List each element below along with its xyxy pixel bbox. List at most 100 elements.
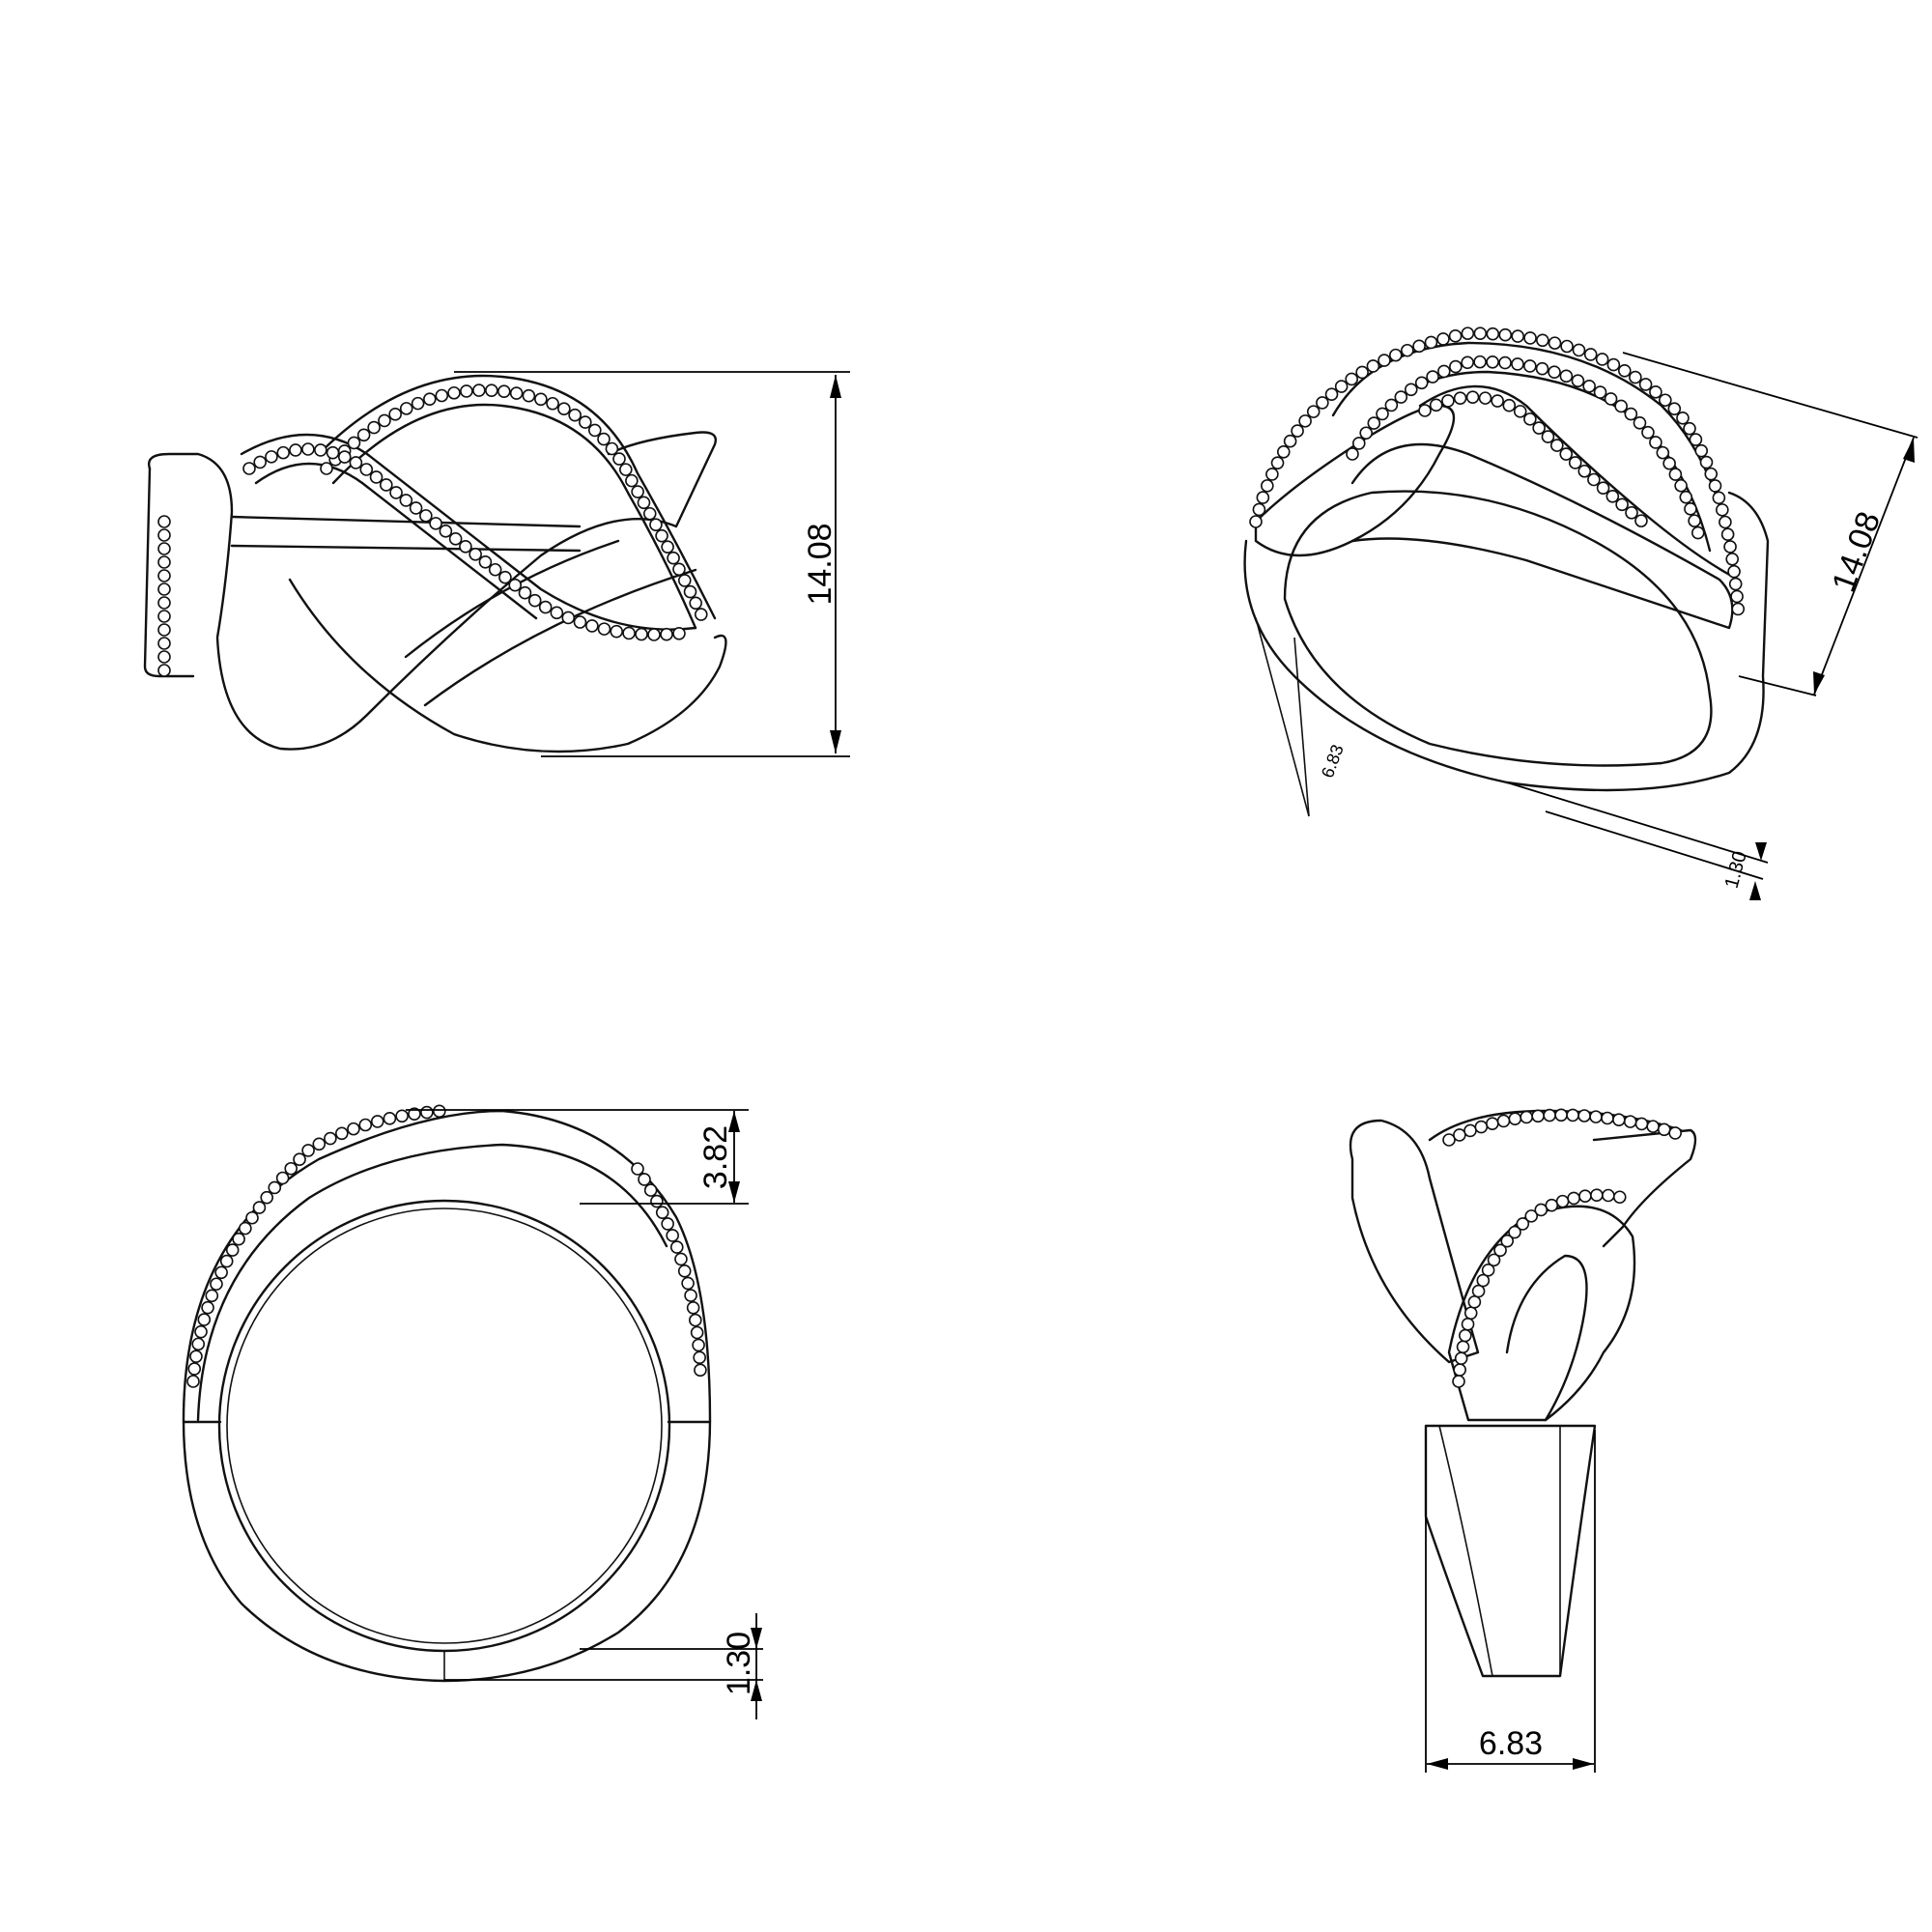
pave-stone — [1582, 379, 1596, 393]
pave-stone — [399, 402, 413, 415]
pave-stone — [1674, 478, 1688, 493]
pave-stone — [1412, 339, 1426, 354]
pave-stone — [260, 1190, 274, 1205]
pave-stone — [423, 392, 437, 406]
pave-stone — [1617, 364, 1632, 378]
pave-stone — [689, 1313, 702, 1327]
pave-stone — [1508, 1225, 1521, 1239]
pave-stone — [1463, 1123, 1477, 1138]
pave-stone — [1668, 468, 1683, 481]
pave-stone — [522, 388, 536, 403]
pave-stone — [1461, 1318, 1475, 1331]
pave-stone — [1454, 1351, 1468, 1365]
pave-stone — [1449, 359, 1463, 374]
pave-stone — [1496, 1114, 1511, 1128]
finger-hole — [217, 1199, 671, 1653]
pave-stone — [1649, 436, 1662, 449]
pave-stone — [1634, 514, 1648, 527]
pave-stone — [232, 1232, 245, 1246]
pave-stone — [242, 462, 256, 475]
pave-stone — [284, 1161, 298, 1176]
persp-ext-top — [1622, 352, 1918, 439]
pave-stone — [550, 606, 564, 620]
pave-stone — [1351, 437, 1366, 450]
front-view: 14.08 — [143, 371, 850, 757]
persp-width-ext — [1293, 637, 1310, 817]
pave-stone — [1604, 392, 1618, 406]
pave-stone — [383, 1112, 397, 1125]
pave-stone — [1465, 390, 1480, 404]
pave-stone — [1730, 589, 1744, 604]
pave-stone — [1486, 327, 1500, 341]
pave-stone — [1656, 445, 1670, 460]
pave-stone — [367, 420, 381, 435]
pave-stone — [650, 1194, 664, 1208]
persp-inner-band — [1283, 490, 1713, 767]
pave-stone — [239, 1221, 252, 1236]
profile-pave-stones — [186, 1104, 707, 1388]
pave-stone — [1662, 456, 1676, 470]
pave-stone — [1426, 370, 1439, 384]
pave-stone — [201, 1300, 214, 1315]
pave-stone — [1424, 335, 1438, 350]
pave-stone — [1612, 1190, 1627, 1205]
pave-stone — [1614, 399, 1628, 413]
pave-stone — [1625, 505, 1638, 520]
pave-stone — [359, 463, 374, 476]
pave-stone — [1534, 1203, 1548, 1217]
pave-stone — [597, 432, 611, 446]
pave-stone — [1690, 526, 1705, 540]
persp-top-arc — [1331, 341, 1731, 543]
pave-stone — [1523, 359, 1537, 373]
pave-stone — [1473, 355, 1487, 369]
pave-stone — [1437, 364, 1451, 379]
pave-stone — [1498, 327, 1513, 342]
pave-stone — [210, 1277, 223, 1292]
persp-middle-leaf — [1350, 442, 1734, 630]
pave-stone — [631, 485, 644, 498]
pave-stone — [356, 428, 371, 442]
pave-stone — [389, 486, 403, 499]
pave-stone — [635, 627, 648, 641]
pave-stone — [347, 436, 361, 450]
pave-stone — [189, 1350, 203, 1363]
pave-stone — [1589, 1110, 1603, 1123]
pave-stone — [1532, 421, 1546, 435]
pave-stone — [276, 445, 291, 460]
pave-stone — [1566, 1108, 1579, 1122]
pave-stone — [157, 610, 171, 623]
pave-stone — [625, 473, 639, 488]
pave-stone — [660, 627, 673, 641]
pave-stone — [1593, 385, 1607, 399]
pave-stone — [1487, 1253, 1501, 1267]
pave-stone — [157, 637, 171, 650]
pave-stone — [1429, 398, 1443, 412]
arrow-down-icon — [728, 1181, 740, 1203]
pave-stone — [1555, 1194, 1570, 1208]
pave-stone — [1471, 1284, 1486, 1298]
pave-stone — [1324, 387, 1339, 401]
pave-stone — [1694, 443, 1709, 458]
pave-stone — [557, 402, 571, 416]
pave-stone — [677, 1264, 692, 1278]
pave-stone — [1401, 343, 1414, 357]
pave-stone — [1249, 515, 1263, 528]
pave-stone — [1283, 434, 1297, 448]
pave-stone — [1605, 489, 1620, 503]
side-shank-inner — [1438, 1425, 1561, 1677]
pave-stone — [157, 650, 171, 664]
arrow-down-icon — [751, 1628, 762, 1649]
pave-stone — [245, 1210, 259, 1225]
pave-stone — [324, 1131, 337, 1146]
pave-stone — [186, 1375, 200, 1388]
pave-stone — [370, 1115, 384, 1128]
profile-outer — [182, 1109, 712, 1683]
pave-stone — [677, 574, 692, 587]
arrow-right-icon — [1573, 1758, 1594, 1770]
pave-stone — [1448, 329, 1463, 343]
pave-stone — [469, 547, 482, 561]
perspective-pave-stones — [1249, 327, 1746, 616]
persp-thick-ext-1 — [1506, 781, 1769, 864]
pave-stone — [448, 532, 463, 546]
pave-stone — [1523, 331, 1537, 345]
